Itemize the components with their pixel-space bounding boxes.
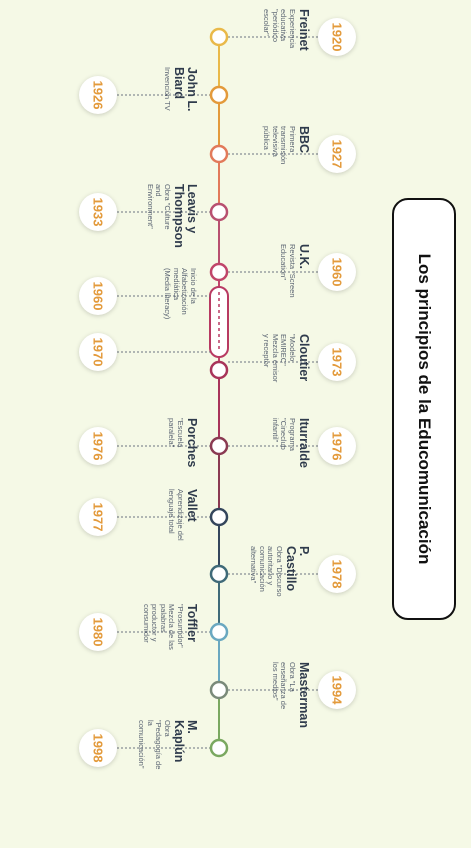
event-description: Obra "Discurso autoritario y comunicació… xyxy=(249,546,285,597)
year-label: 1978 xyxy=(329,559,345,589)
event-name: Iturralde xyxy=(297,418,311,469)
year-label: 1994 xyxy=(329,675,345,705)
event-description: Experiencia educativa "periódico escolar… xyxy=(262,9,298,49)
event-description: "Escuela paralela" xyxy=(167,418,186,448)
year-badge: 1926 xyxy=(79,76,117,114)
timeline-node xyxy=(209,27,229,47)
event-description: Invención TV xyxy=(163,67,172,111)
event-text-block: Toffler"Prosumidor" Mezcla de las palabr… xyxy=(142,604,199,658)
event-text-block: Porches"Escuela paralela" xyxy=(167,418,200,472)
timeline-node xyxy=(209,202,229,222)
year-badge: 1927 xyxy=(318,135,356,173)
timeline-node xyxy=(209,564,229,584)
event-description: "Modelo EMIREC" Mezcla emisor y receptor xyxy=(262,334,298,383)
event-description: Programa "Cineclub infantil" xyxy=(271,418,297,451)
event-name: John L. Biard xyxy=(172,67,199,112)
event-name: Leavis y Thompson xyxy=(172,184,199,248)
event-description: "Prosumidor" Mezcla de las palabras prod… xyxy=(142,604,185,650)
event-description: Primera transmisión televisiva pública xyxy=(262,126,298,165)
event-description: Aprendizaje del lenguaje total xyxy=(167,489,186,541)
year-badge: 1980 xyxy=(79,613,117,651)
year-label: 1998 xyxy=(90,733,106,763)
event-description: Obra "Culture and Environment" xyxy=(146,184,172,230)
event-name: Cloutier xyxy=(297,334,311,382)
event-name: Freinet xyxy=(297,9,311,51)
timeline-node xyxy=(209,738,229,758)
timeline-node xyxy=(209,622,229,642)
event-name: Toffler xyxy=(185,604,199,642)
year-label: 1973 xyxy=(329,347,345,377)
timeline-node xyxy=(209,680,229,700)
event-name: Porches xyxy=(185,418,199,468)
year-badge: 1933 xyxy=(79,193,117,231)
year-badge: 1920 xyxy=(318,18,356,56)
event-text-block: Cloutier"Modelo EMIREC" Mezcla emisor y … xyxy=(262,334,312,388)
event-text-block: U.K.Revista "Screen Education" xyxy=(279,244,312,298)
page-title: Los principios de la Educomunicación xyxy=(415,253,434,565)
year-label: 1926 xyxy=(90,80,106,110)
event-description: Revista "Screen Education" xyxy=(279,244,298,298)
year-label: 1977 xyxy=(90,502,106,532)
year-badge: 1998 xyxy=(79,729,117,767)
timeline-node xyxy=(209,262,229,282)
year-badge: 1994 xyxy=(318,671,356,709)
timeline-node xyxy=(209,436,229,456)
year-badge: 1977 xyxy=(79,498,117,536)
year-label: 1960 xyxy=(90,281,106,311)
event-name: BBC xyxy=(297,126,311,154)
year-badge: 1960 xyxy=(79,277,117,315)
year-badge: 1973 xyxy=(318,343,356,381)
timeline-node xyxy=(209,144,229,164)
year-label: 1933 xyxy=(90,197,106,227)
event-name: Masterman xyxy=(297,662,311,728)
year-badge: 1976 xyxy=(318,427,356,465)
timeline-node xyxy=(209,507,229,527)
event-name: P. Castillo xyxy=(284,546,311,592)
year-label: 1980 xyxy=(90,617,106,647)
event-name: Vallet xyxy=(185,489,199,522)
event-description: Inicio de la Alfabetización mediática (M… xyxy=(163,268,199,320)
event-description: Obra "La enseñanza de los medios" xyxy=(271,662,297,710)
event-text-block: Inicio de la Alfabetización mediática (M… xyxy=(163,268,199,322)
year-badge: 1970 xyxy=(79,333,117,371)
timeline-node xyxy=(209,85,229,105)
year-label: 1927 xyxy=(329,139,345,169)
title-box: Los principios de la Educomunicación xyxy=(392,198,456,620)
year-label: 1960 xyxy=(329,257,345,287)
year-badge: 1976 xyxy=(79,427,117,465)
event-name: U.K. xyxy=(297,244,311,269)
year-label: 1976 xyxy=(329,431,345,461)
timeline-node xyxy=(209,360,229,380)
year-label: 1976 xyxy=(90,431,106,461)
year-badge: 1960 xyxy=(318,253,356,291)
year-badge: 1978 xyxy=(318,555,356,593)
event-name: M. Kaplún xyxy=(172,720,199,763)
event-description: Obra "Pedagogía de la comunicación" xyxy=(137,720,173,770)
year-label: 1920 xyxy=(329,22,345,52)
year-label: 1970 xyxy=(90,337,106,367)
